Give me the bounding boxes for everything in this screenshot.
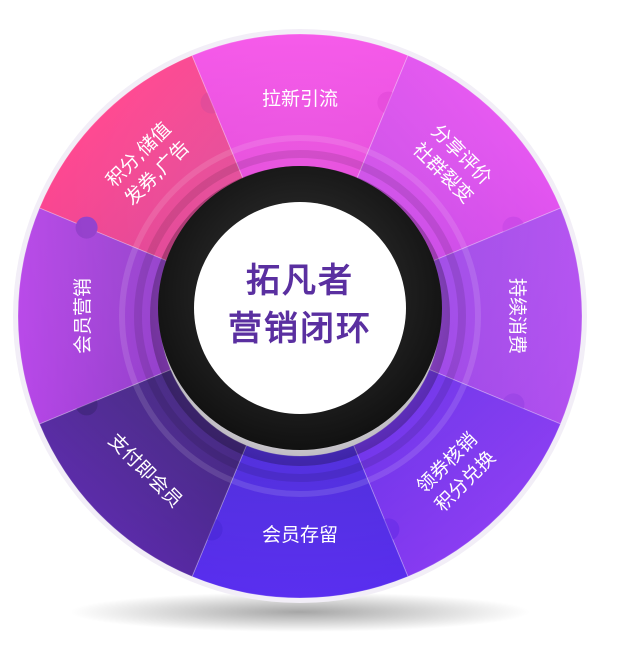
center-title-line2: 营销闭环 — [228, 309, 372, 349]
center-title-line1: 拓凡者 — [246, 261, 354, 301]
wheel-shadow — [70, 592, 530, 632]
deco-ring-mid — [134, 150, 466, 482]
hub-white-disc — [194, 202, 406, 414]
segment-label-acquire: 拉新引流 — [262, 88, 338, 110]
deco-ring-outer — [119, 135, 481, 497]
segment-label-marketing: 会员营销 — [72, 278, 94, 354]
segment-label-consume: 持续消费 — [506, 278, 528, 354]
segment-label-retain: 会员存留 — [262, 524, 338, 546]
